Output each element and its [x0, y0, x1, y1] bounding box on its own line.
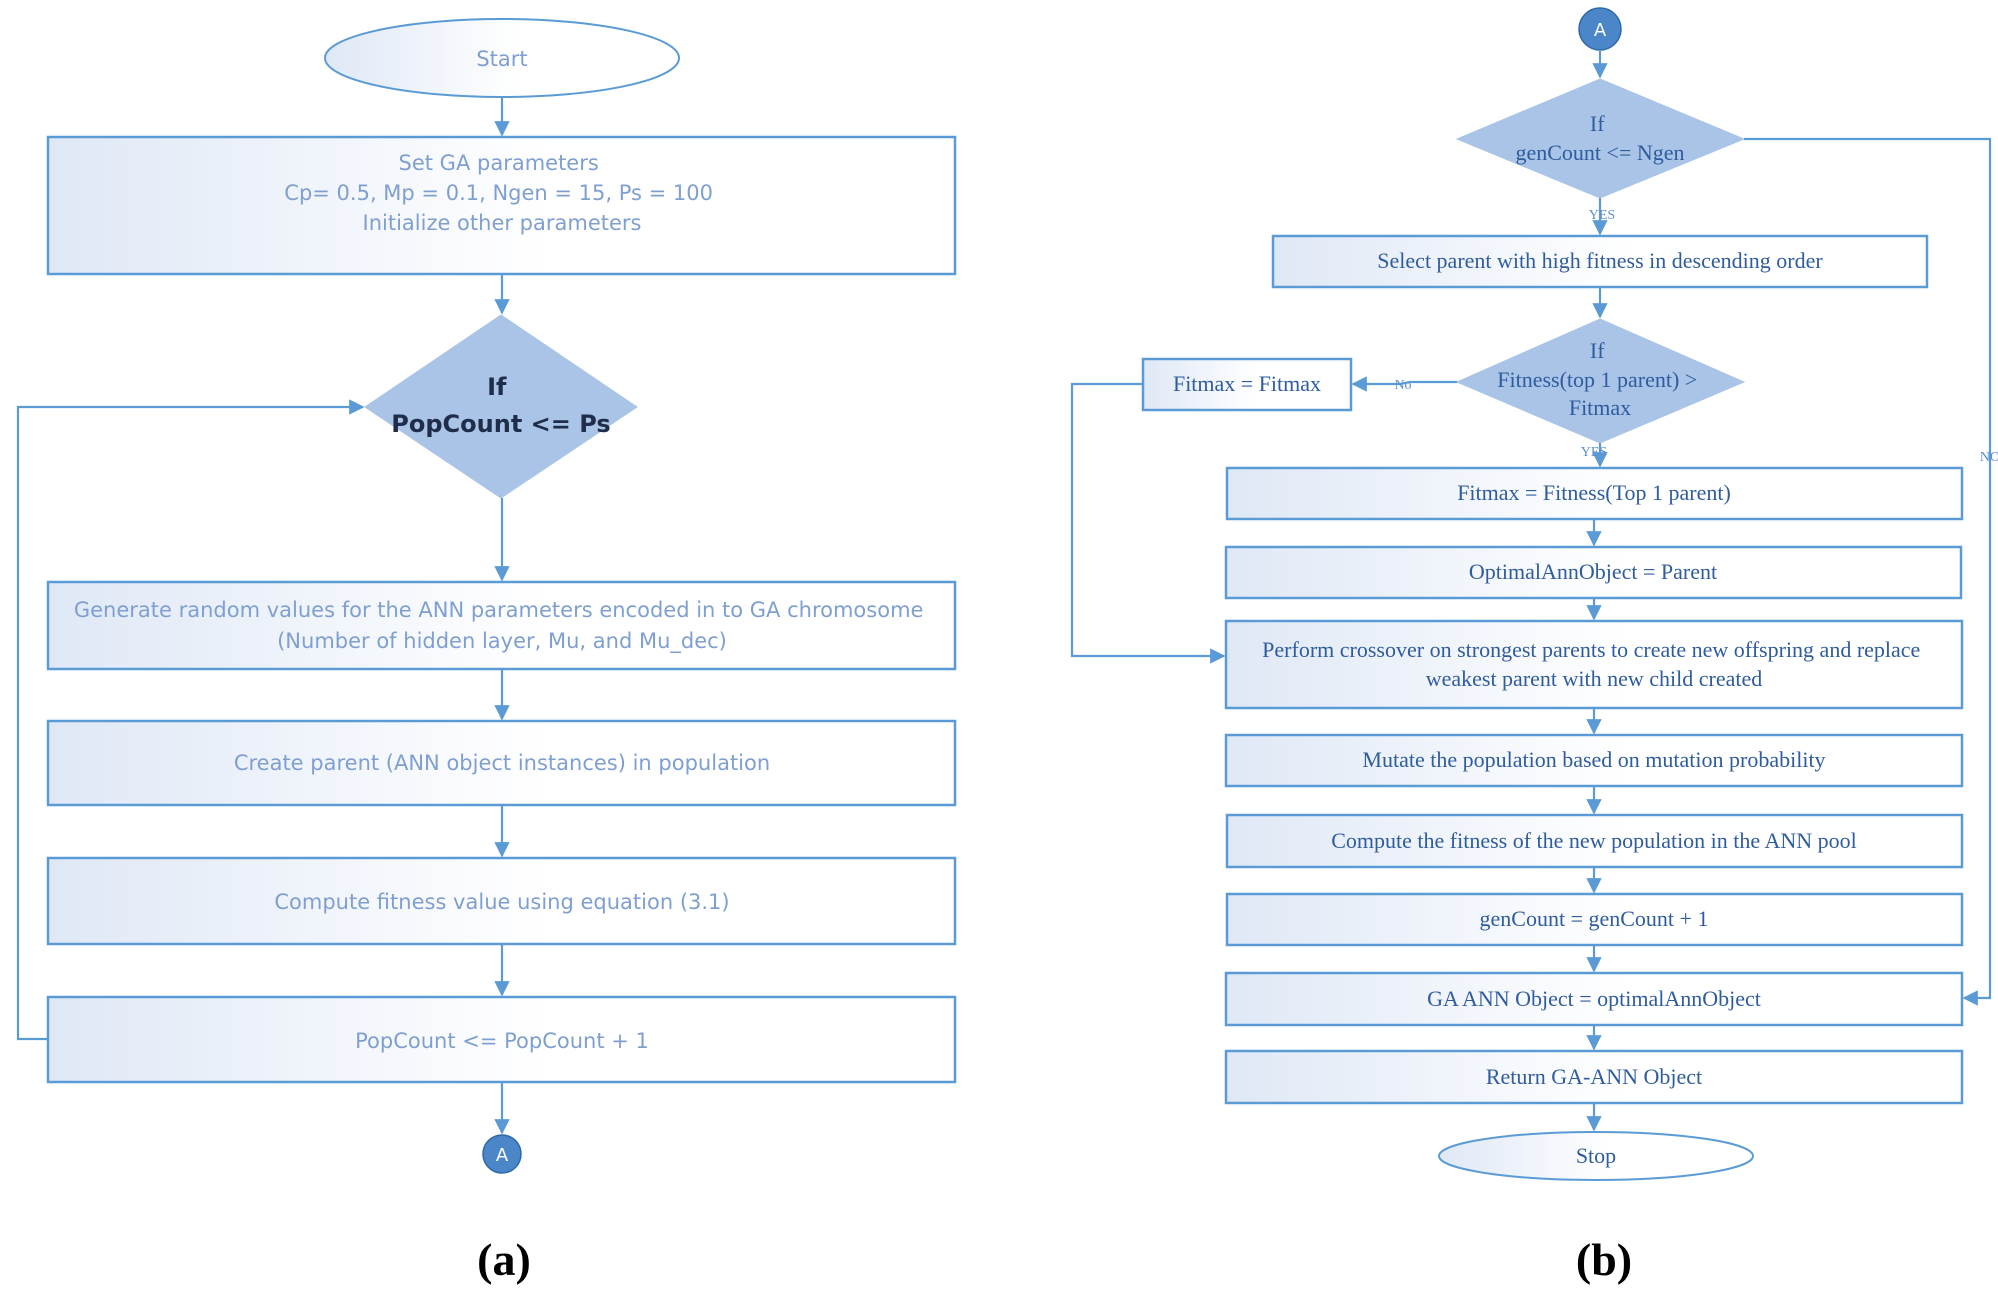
ga-ann-object-label: GA ANN Object = optimalAnnObject: [1427, 986, 1761, 1011]
select-parent-box: Select parent with high fitness in desce…: [1271, 234, 1929, 289]
mutate-box: Mutate the population based on mutation …: [1224, 733, 1964, 788]
compute-fitness-label: Compute fitness value using equation (3.…: [274, 890, 729, 914]
compute-new-fitness-label: Compute the fitness of the new populatio…: [1331, 828, 1857, 853]
popcount-decision: If PopCount <= Ps: [364, 314, 638, 499]
compute-fitness-box: Compute fitness value using equation (3.…: [46, 856, 957, 946]
fitmax-keep-box: Fitmax = Fitmax: [1141, 357, 1353, 412]
optimal-ann-object-box: OptimalAnnObject = Parent: [1224, 545, 1963, 600]
connector-a-top-label: A: [1594, 20, 1607, 41]
edge-gencount-no-to-gaann: [1744, 137, 1992, 1006]
edge-fitmax-keep-to-crossover: [1070, 382, 1226, 664]
panel-a: Start Set GA parameters Cp= 0.5, Mp = 0.…: [16, 18, 957, 1285]
fitness-no-label: No: [1394, 378, 1411, 393]
gencount-yes-label: YES: [1589, 208, 1615, 223]
start-terminal: Start: [324, 18, 680, 98]
stop-label: Stop: [1576, 1143, 1616, 1168]
gencount-decision: If genCount <= Ngen: [1455, 78, 1746, 199]
popcount-decision-label: If PopCount <= Ps: [391, 373, 610, 438]
popcount-increment-label: PopCount <= PopCount + 1: [355, 1029, 649, 1053]
select-parent-label: Select parent with high fitness in desce…: [1377, 248, 1823, 273]
stop-terminal: Stop: [1438, 1131, 1754, 1181]
ga-ann-object-box: GA ANN Object = optimalAnnObject: [1224, 971, 1964, 1027]
return-object-label: Return GA-ANN Object: [1486, 1064, 1702, 1089]
set-ga-parameters-box: Set GA parameters Cp= 0.5, Mp = 0.1, Nge…: [46, 135, 957, 276]
fitness-decision-label: If Fitness(top 1 parent) > Fitmax: [1497, 338, 1703, 420]
crossover-label: Perform crossover on strongest parents t…: [1262, 637, 1926, 691]
gencount-increment-box: genCount = genCount + 1: [1225, 892, 1964, 947]
generate-random-values-box: Generate random values for the ANN param…: [46, 580, 957, 671]
panel-b: A If genCount <= Ngen Select parent with…: [1070, 7, 1998, 1285]
connector-a-bottom: A: [482, 1134, 522, 1174]
gencount-no-label: NO: [1980, 450, 1998, 465]
connector-a-bottom-label: A: [496, 1145, 509, 1166]
panel-a-label: (a): [477, 1234, 531, 1285]
set-ga-parameters-label: Set GA parameters Cp= 0.5, Mp = 0.1, Nge…: [284, 151, 719, 235]
mutate-label: Mutate the population based on mutation …: [1362, 747, 1825, 772]
connector-a-top: A: [1578, 7, 1622, 51]
return-object-box: Return GA-ANN Object: [1224, 1049, 1964, 1105]
create-parent-label: Create parent (ANN object instances) in …: [234, 751, 770, 775]
fitmax-set-label: Fitmax = Fitness(Top 1 parent): [1457, 480, 1731, 505]
fitness-decision: If Fitness(top 1 parent) > Fitmax: [1455, 318, 1746, 444]
create-parent-box: Create parent (ANN object instances) in …: [46, 719, 957, 807]
panel-b-label: (b): [1576, 1234, 1632, 1285]
generate-random-values-label: Generate random values for the ANN param…: [74, 598, 930, 654]
start-label: Start: [476, 47, 527, 71]
fitmax-set-box: Fitmax = Fitness(Top 1 parent): [1225, 466, 1964, 521]
gencount-decision-label: If genCount <= Ngen: [1515, 111, 1684, 165]
fitness-yes-label: YES: [1581, 445, 1607, 460]
gencount-increment-label: genCount = genCount + 1: [1480, 906, 1709, 931]
popcount-increment-box: PopCount <= PopCount + 1: [46, 995, 957, 1084]
optimal-ann-object-label: OptimalAnnObject = Parent: [1469, 559, 1717, 584]
crossover-box: Perform crossover on strongest parents t…: [1224, 619, 1964, 710]
fitmax-keep-label: Fitmax = Fitmax: [1173, 371, 1321, 396]
edge-fitness-no-to-fitmax-keep: [1351, 376, 1457, 392]
edge-loop-back-to-decision: [16, 399, 365, 1041]
compute-new-fitness-box: Compute the fitness of the new populatio…: [1225, 813, 1964, 869]
